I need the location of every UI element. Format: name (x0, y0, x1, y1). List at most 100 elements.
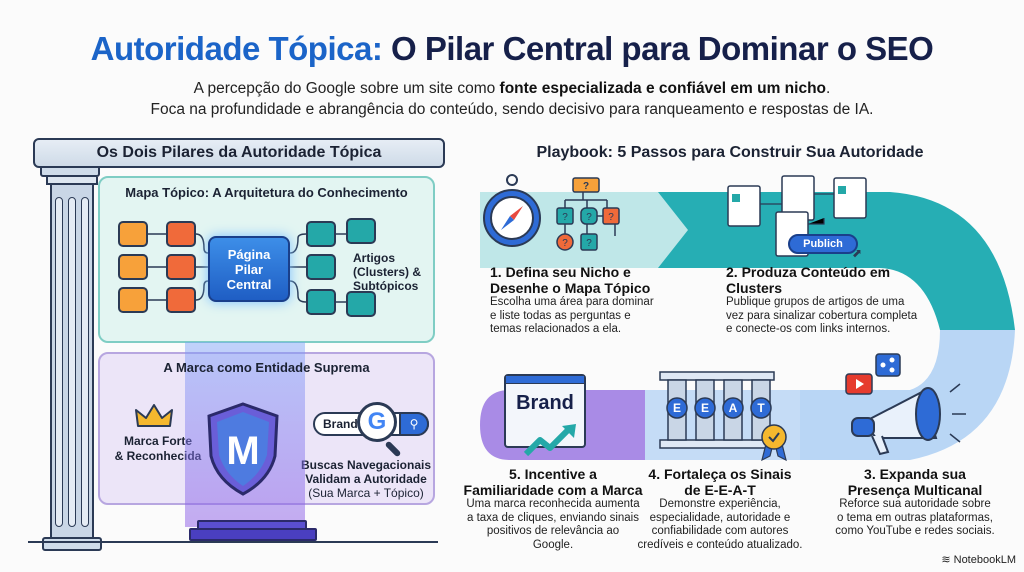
question-flowchart-icon: ? ? ? ? ? ? (556, 177, 620, 251)
cursor-icon: ⬈ (852, 246, 863, 260)
greek-column-icon (34, 165, 102, 555)
search-icon: ⚲ (399, 412, 429, 436)
eeat-letter: T (757, 401, 765, 415)
step-5-desc: Uma marca reconhecida aumenta a taxa de … (458, 498, 648, 552)
subtopic-node (118, 254, 148, 280)
step-desc-line: vez para sinalizar cobertura completa (726, 309, 918, 322)
step-desc-line: e liste todas as perguntas e (490, 309, 631, 322)
articles-label: Artigos (Clusters) & Subtópicos (353, 251, 421, 293)
crown-icon (135, 404, 173, 427)
subtopic-node (118, 221, 148, 247)
subtitle-line-1: A percepção do Google sobre um site como… (0, 78, 1024, 99)
compass-icon (483, 174, 541, 247)
search-label-note: (Sua Marca + Tópico) (308, 486, 424, 500)
award-badge-icon (761, 424, 787, 462)
share-icon (875, 353, 901, 377)
cluster-node (306, 221, 336, 247)
pillar-line: Pilar (234, 262, 264, 277)
eeat-letter: E (701, 401, 709, 415)
crown-line: & Reconhecida (114, 449, 202, 463)
subtitle-line-2: Foca na profundidade e abrangência do co… (150, 101, 874, 118)
notebooklm-logo-icon: ≋ (941, 554, 951, 566)
step-desc-line: Demonstre experiência, (659, 498, 781, 510)
cluster-node (166, 221, 196, 247)
cluster-node (306, 289, 336, 315)
step-title-line: Clusters (726, 280, 783, 296)
articles-line: Artigos (353, 251, 395, 265)
publish-button: Publich (788, 234, 858, 254)
pillar-line: Página (227, 247, 271, 262)
step-4-title: 4. Fortaleça os Sinais de E-E-A-T (630, 466, 810, 498)
step-2-desc: Publique grupos de artigos de uma vez pa… (726, 296, 917, 337)
cluster-node (166, 287, 196, 313)
svg-text:?: ? (562, 238, 568, 249)
step-desc-line: a taxa de cliques, enviando sinais (467, 511, 639, 524)
topic-map-panel: Mapa Tópico: A Arquitetura do Conhecimen… (98, 176, 435, 343)
search-label-line: Validam a Autoridade (305, 472, 427, 486)
svg-text:?: ? (586, 238, 592, 249)
step-2-title: 2. Produza Conteúdo em Clusters (726, 264, 890, 296)
svg-text:?: ? (562, 212, 568, 223)
step-desc-line: Escolha uma área para dominar (490, 296, 654, 308)
cluster-node (306, 254, 336, 280)
step-4-desc: Demonstre experiência, especialidade, au… (630, 498, 810, 552)
step-5-title: 5. Incentive a Familiaridade com a Marca (458, 466, 648, 498)
subtopic-node (118, 287, 148, 313)
page-title: Autoridade Tópica: O Pilar Central para … (0, 30, 1024, 68)
step-title-line: Familiaridade com a Marca (463, 482, 643, 498)
articles-line: Subtópicos (353, 279, 419, 293)
playbook-title: Playbook: 5 Passos para Construir Sua Au… (536, 144, 924, 161)
crown-label: Marca Forte & Reconhecida (112, 434, 204, 464)
step-3-title: 3. Expanda sua Presença Multicanal (820, 466, 1010, 498)
ground-line (28, 541, 438, 543)
search-label-line: Buscas Navegacionais (300, 458, 432, 472)
subtitle-bold: fonte especializada e confiável em um ni… (499, 80, 827, 97)
step-title-line: 1. Defina seu Nicho e (490, 264, 631, 280)
svg-text:?: ? (583, 181, 589, 192)
step-desc-line: Uma marca reconhecida aumenta (466, 498, 640, 510)
eeat-temple-icon: E E A T (659, 371, 775, 449)
pillar-page-node: Página Pilar Central (208, 236, 290, 302)
eeat-letter: E (673, 401, 681, 415)
search-text: Brand (323, 417, 358, 431)
crown-line: Marca Forte (123, 434, 193, 448)
subtitle-plain: A percepção do Google sobre um site como (193, 80, 496, 97)
step-desc-line: Google. (532, 538, 574, 551)
step-desc-line: como YouTube e redes sociais. (835, 525, 995, 537)
step-title-line: Presença Multicanal (847, 482, 983, 498)
step-desc-line: o tema em outras plataformas, (837, 511, 993, 524)
step-desc-line: credíveis e conteúdo atualizado. (637, 538, 803, 551)
step-desc-line: confiabilidade com autores (651, 525, 789, 537)
step-desc-line: e conecte-os com links internos. (726, 323, 891, 335)
cluster-node (166, 254, 196, 280)
search-label: Buscas Navegacionais Validam a Autoridad… (296, 458, 436, 500)
step-desc-line: temas relacionados a ela. (490, 323, 622, 335)
growth-arrow-icon (523, 424, 576, 457)
brand-panel-title: A Marca como Entidade Suprema (163, 360, 370, 375)
step-desc-line: especialidade, autoridade e (649, 511, 791, 524)
subtopic-node (346, 218, 376, 244)
subtitle-end: . (826, 80, 831, 97)
topic-map-title: Mapa Tópico: A Arquitetura do Conhecimen… (125, 185, 408, 200)
megaphone-icon (845, 353, 966, 456)
step-title-line: 4. Fortaleça os Sinais (648, 466, 792, 482)
notebooklm-watermark: ≋ NotebookLM (941, 553, 1016, 566)
articles-line: (Clusters) & (353, 265, 422, 279)
notebooklm-label: NotebookLM (953, 554, 1016, 566)
step-title-line: 5. Incentive a (509, 466, 597, 482)
step-3-desc: Reforce sua autoridade sobre o tema em o… (820, 498, 1010, 539)
step-1-title: 1. Defina seu Nicho e Desenhe o Mapa Tóp… (490, 264, 650, 296)
step-desc-line: Publique grupos de artigos de uma (726, 296, 905, 308)
step-desc-line: positivos de relevância ao (486, 525, 620, 537)
pillars-header: Os Dois Pilares da Autoridade Tópica (33, 138, 445, 168)
brand-window-text: Brand (516, 392, 574, 414)
svg-text:?: ? (608, 212, 614, 223)
title-accent: Autoridade Tópica: (90, 30, 383, 67)
pedestal-base (189, 528, 317, 541)
step-title-line: 2. Produza Conteúdo em (726, 264, 891, 280)
magnifier-handle (384, 440, 402, 458)
subtitle: A percepção do Google sobre um site como… (0, 78, 1024, 120)
step-title-line: de E-E-A-T (684, 482, 756, 498)
eeat-letter: A (729, 401, 738, 415)
step-1-desc: Escolha uma área para dominar e liste to… (490, 296, 654, 337)
